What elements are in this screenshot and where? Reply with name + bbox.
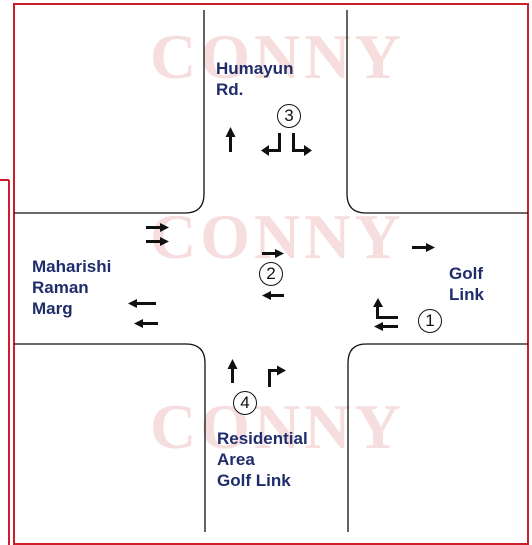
right-arrow-icon [146,223,169,232]
road-label-line: Rd. [216,80,244,99]
curb-ne [346,10,528,214]
left-arrow-icon [374,322,398,331]
phase-number-3: 3 [277,104,301,128]
road-label-line: Golf [449,264,483,283]
road-label-west: Maharishi Raman Marg [32,256,111,319]
left-arrow-icon [128,299,156,308]
road-label-line: Residential [217,429,308,448]
left-turn-arrow-icon [373,298,398,319]
road-edges [14,10,528,532]
right-arrow-icon [262,249,284,258]
road-label-east: Golf Link [449,263,484,305]
straight-arrow-icon [227,359,238,383]
right-arrow-icon [146,237,169,246]
road-label-line: Link [449,285,484,304]
road-label-line: Humayun [216,59,294,78]
curb-se [347,343,528,532]
road-label-line: Golf Link [217,471,291,490]
right-turn-arrow-icon [268,365,286,387]
phase-number-1: 1 [418,309,442,333]
left-arrow-icon [134,319,158,328]
phase-number-2: 2 [259,262,283,286]
road-label-line: Area [217,450,255,469]
road-label-line: Marg [32,299,73,318]
curb-sw [14,343,206,532]
straight-arrow-icon [225,127,236,152]
road-label-line: Maharishi [32,257,112,276]
road-label-north: Humayun Rd. [216,58,293,100]
road-label-south: Residential Area Golf Link [217,428,308,491]
phase-number-4: 4 [233,391,257,415]
frame-border [13,3,529,545]
road-label-line: Raman [32,278,89,297]
right-turn-arrow-icon [292,133,312,156]
lane-arrows [128,127,435,387]
left-arrow-icon [262,291,284,300]
curb-nw [14,10,205,214]
left-turn-arrow-icon [261,133,281,156]
right-arrow-icon [412,243,435,252]
